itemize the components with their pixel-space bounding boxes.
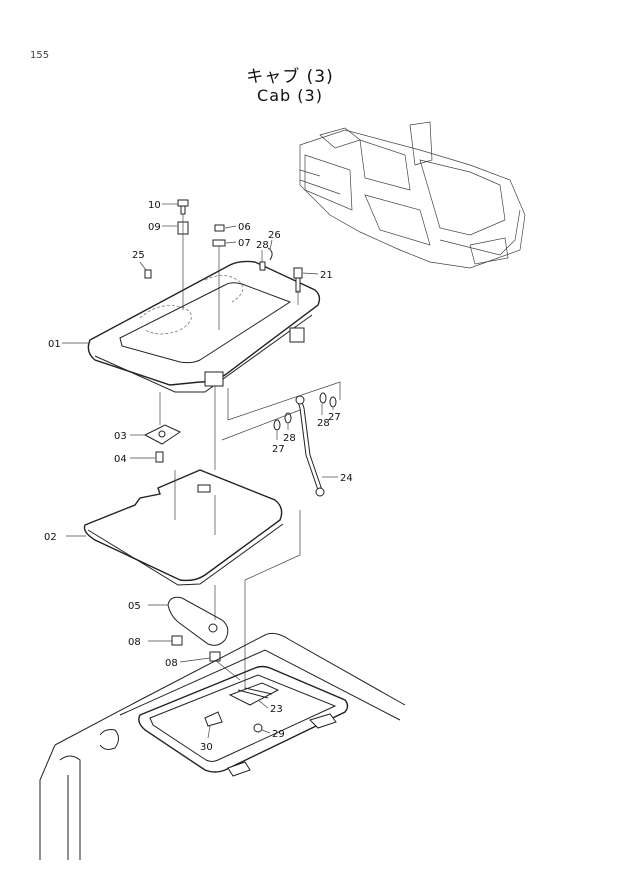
callout-29: 29 xyxy=(272,729,285,740)
cab-reference-sketch xyxy=(299,121,526,269)
callout-05: 05 xyxy=(128,601,141,612)
hatch-seal-plate xyxy=(83,469,284,586)
callout-26: 26 xyxy=(268,230,281,241)
hatch-stay-rod xyxy=(295,395,325,497)
assembly-guide-lines xyxy=(159,214,341,690)
page-number: 155 xyxy=(30,50,50,61)
callout-27-left: 27 xyxy=(272,444,285,455)
callout-02: 02 xyxy=(44,532,57,543)
callout-09: 09 xyxy=(148,222,161,233)
callout-07: 07 xyxy=(238,238,251,249)
callout-10: 10 xyxy=(148,200,161,211)
small-hardware xyxy=(144,199,337,662)
roof-hatch-frame xyxy=(87,260,321,393)
callout-30: 30 xyxy=(200,742,213,753)
callout-25: 25 xyxy=(132,250,145,261)
callout-leaders xyxy=(62,203,338,739)
callout-24: 24 xyxy=(340,473,353,484)
callout-06: 06 xyxy=(238,222,251,233)
callout-28-middle: 28 xyxy=(283,433,296,444)
callout-08-upper: 08 xyxy=(128,637,141,648)
diagram-title-japanese: キャブ (3) xyxy=(246,67,334,87)
callout-28-top: 28 xyxy=(256,240,269,251)
cab-roof-body xyxy=(39,632,406,860)
diagram-title-english: Cab (3) xyxy=(257,86,323,105)
callout-03: 03 xyxy=(114,431,127,442)
callout-21: 21 xyxy=(320,270,333,281)
callout-28-right: 28 xyxy=(317,418,330,429)
callout-23: 23 xyxy=(270,704,283,715)
grab-handle xyxy=(167,596,229,646)
hinge-bracket xyxy=(143,424,182,463)
callout-01: 01 xyxy=(48,339,61,350)
callout-08-lower: 08 xyxy=(165,658,178,669)
callout-27-right: 27 xyxy=(328,412,341,423)
callout-labels: 10 09 06 07 28 26 25 21 01 03 04 28 27 2… xyxy=(44,200,353,753)
callout-04: 04 xyxy=(114,454,127,465)
